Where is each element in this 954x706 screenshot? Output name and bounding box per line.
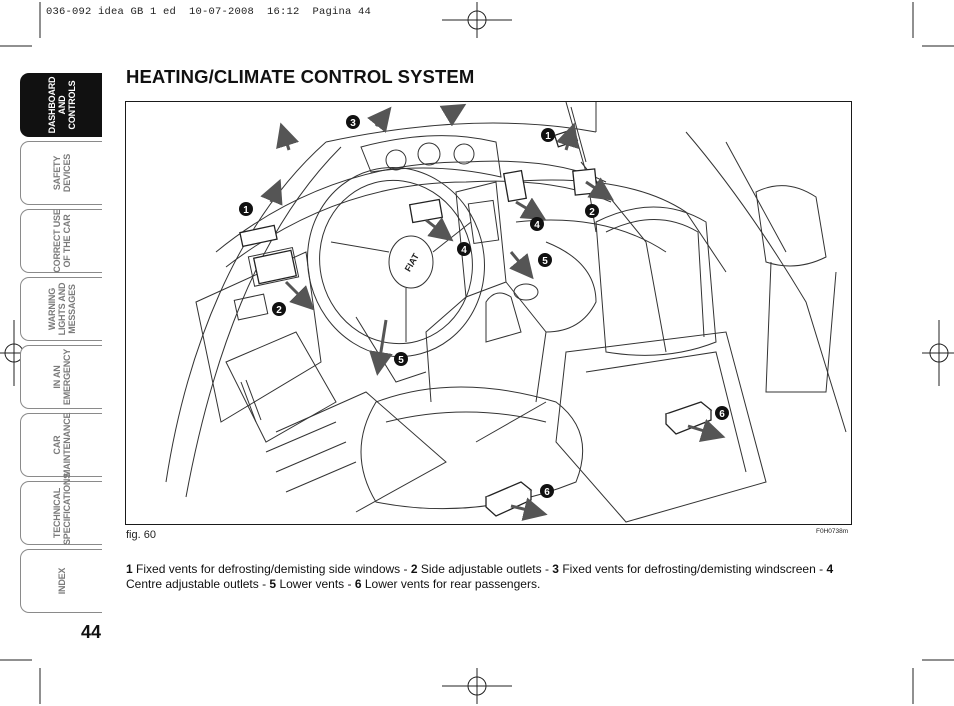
airflow-arrow (585, 177, 614, 201)
callout-4-right: 4 (530, 217, 544, 231)
registration-mark-top (442, 2, 512, 38)
rear-vent-left-body (485, 490, 532, 517)
page-number: 44 (81, 622, 102, 642)
svg-text:2: 2 (276, 305, 282, 316)
airflow-arrow (509, 251, 534, 280)
caption-text: Fixed vents for defrosting/demisting win… (562, 562, 816, 576)
figure-label: fig. 60 (126, 529, 156, 541)
callout-4-left: 4 (457, 242, 471, 256)
figure-car-interior: FIAT 1 1 2 2 3 4 4 5 5 6 6 (125, 101, 852, 525)
figure-code: F0H0738m (816, 528, 849, 535)
tab-index[interactable]: INDEX (20, 549, 102, 613)
airflow-arrow (515, 197, 547, 221)
callout-2-right: 2 (585, 204, 599, 218)
car-interior-drawing: FIAT 1 1 2 2 3 4 4 5 5 6 6 (165, 102, 847, 523)
caption-number: 2 (410, 562, 418, 576)
caption-text: Fixed vents for defrosting/demisting sid… (136, 562, 401, 576)
svg-text:1: 1 (545, 131, 551, 142)
callout-3: 3 (346, 115, 360, 129)
svg-text:2: 2 (589, 207, 595, 218)
caption-text: Side adjustable outlets (420, 562, 542, 576)
svg-text:4: 4 (461, 245, 467, 256)
callout-1-left: 1 (239, 202, 253, 216)
svg-text:1: 1 (243, 205, 249, 216)
caption-text: Lower vents for rear passengers. (364, 576, 541, 591)
svg-text:6: 6 (544, 487, 550, 498)
airflow-arrow (687, 419, 726, 442)
registration-mark-bottom (442, 668, 512, 704)
centre-outlet-right (502, 169, 528, 203)
callout-5-left: 5 (394, 352, 408, 366)
callout-6-left: 6 (540, 484, 554, 498)
caption-number: 3 (552, 562, 559, 576)
airflow-arrow (276, 122, 300, 151)
registration-mark-right (922, 320, 954, 386)
caption-number: 1 (126, 562, 133, 576)
caption-text: Centre adjustable outlets (126, 576, 259, 591)
page-title: HEATING/CLIMATE CONTROL SYSTEM (126, 66, 475, 87)
caption-number: 6 (354, 576, 362, 591)
svg-text:5: 5 (542, 256, 548, 267)
callout-1-right: 1 (541, 128, 555, 142)
svg-text:5: 5 (398, 355, 404, 366)
airflow-arrow (510, 497, 548, 521)
figure-caption: 1 Fixed vents for defrosting/demisting s… (126, 562, 834, 591)
side-vent-right (553, 128, 579, 148)
airflow-arrow (284, 280, 315, 311)
airflow-arrow (439, 103, 467, 127)
svg-text:6: 6 (719, 409, 725, 420)
airflow-arrow (367, 106, 392, 133)
side-vent-left (239, 224, 278, 248)
side-outlet-left (252, 249, 298, 285)
airflow-arrow (425, 217, 454, 242)
caption-text: Lower vents (279, 576, 345, 591)
airflow-arrow (555, 122, 579, 151)
fiat-logo: FIAT (403, 251, 422, 273)
caption-number: 4 (826, 562, 834, 576)
centre-outlet-left (408, 198, 444, 224)
callout-2-left: 2 (272, 302, 286, 316)
airflow-arrow (369, 319, 393, 376)
svg-text:3: 3 (350, 118, 356, 129)
callout-6-right: 6 (715, 406, 729, 420)
tab-label: INDEX (56, 567, 67, 595)
svg-text:4: 4 (534, 220, 540, 231)
callout-5-right: 5 (538, 253, 552, 267)
side-outlet-right (572, 168, 598, 196)
rear-vent-right-body (665, 410, 712, 435)
caption-number: 5 (269, 576, 277, 591)
airflow-arrow (260, 178, 283, 206)
print-header: 036-092 idea GB 1 ed 10-07-2008 16:12 Pa… (46, 6, 372, 18)
